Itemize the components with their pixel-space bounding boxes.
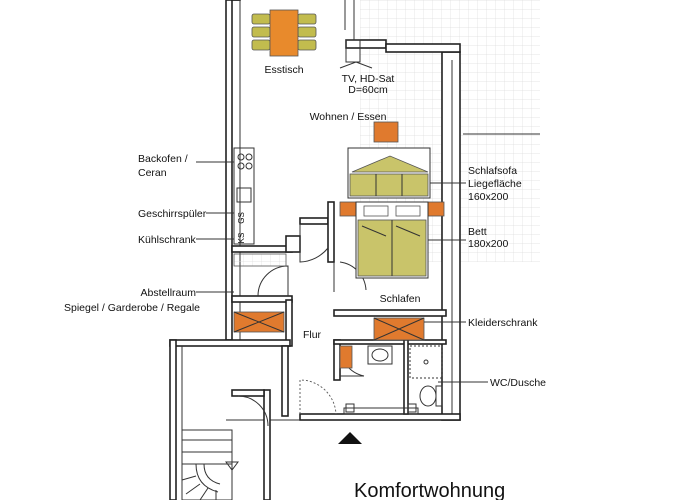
label-esstisch: Esstisch [264,64,303,76]
page-title: Komfortwohnung [354,480,505,500]
side-table [373,121,399,143]
double-bed [339,201,445,279]
label-spiegel: Spiegel / Garderobe / Regale [64,302,200,314]
storage-shelf [233,311,285,333]
wardrobe [373,317,425,341]
label-bett-size: 180x200 [468,238,508,250]
fridge-code: KS [237,233,246,244]
staircase [181,429,239,500]
label-sofa-size: 160x200 [468,191,508,203]
interior-walls [169,201,447,500]
entrance-arrow-icon [338,432,362,444]
label-backofen: Backofen / [138,153,188,165]
label-ceran: Ceran [138,167,167,179]
label-kuehlschrank: Kühlschrank [138,234,197,246]
label-bett: Bett [468,226,487,238]
label-schlafen: Schlafen [380,293,421,305]
dining-table [251,9,317,57]
label-liegeflaeche: Liegefläche [468,178,522,190]
kitchen-counter: GS KS [233,147,255,245]
label-geschirrspueler: Geschirrspüler [138,208,207,220]
dishwasher-code: GS [237,212,246,224]
tv-stand [339,39,373,69]
label-abstellraum: Abstellraum [141,287,197,299]
label-kleiderschrank: Kleiderschrank [468,317,538,329]
label-wohnen: Wohnen / Essen [310,111,387,123]
leader-lines [196,161,488,383]
label-flur: Flur [303,329,322,341]
label-schlafsofa: Schlafsofa [468,165,517,177]
label-wc-dusche: WC/Dusche [490,377,546,389]
label-tv: TV, HD-Sat [342,73,395,85]
label-tv-size: D=60cm [348,84,388,96]
sofa-bed [347,147,431,199]
bathroom-fixtures [339,345,443,407]
radiator [233,253,287,267]
